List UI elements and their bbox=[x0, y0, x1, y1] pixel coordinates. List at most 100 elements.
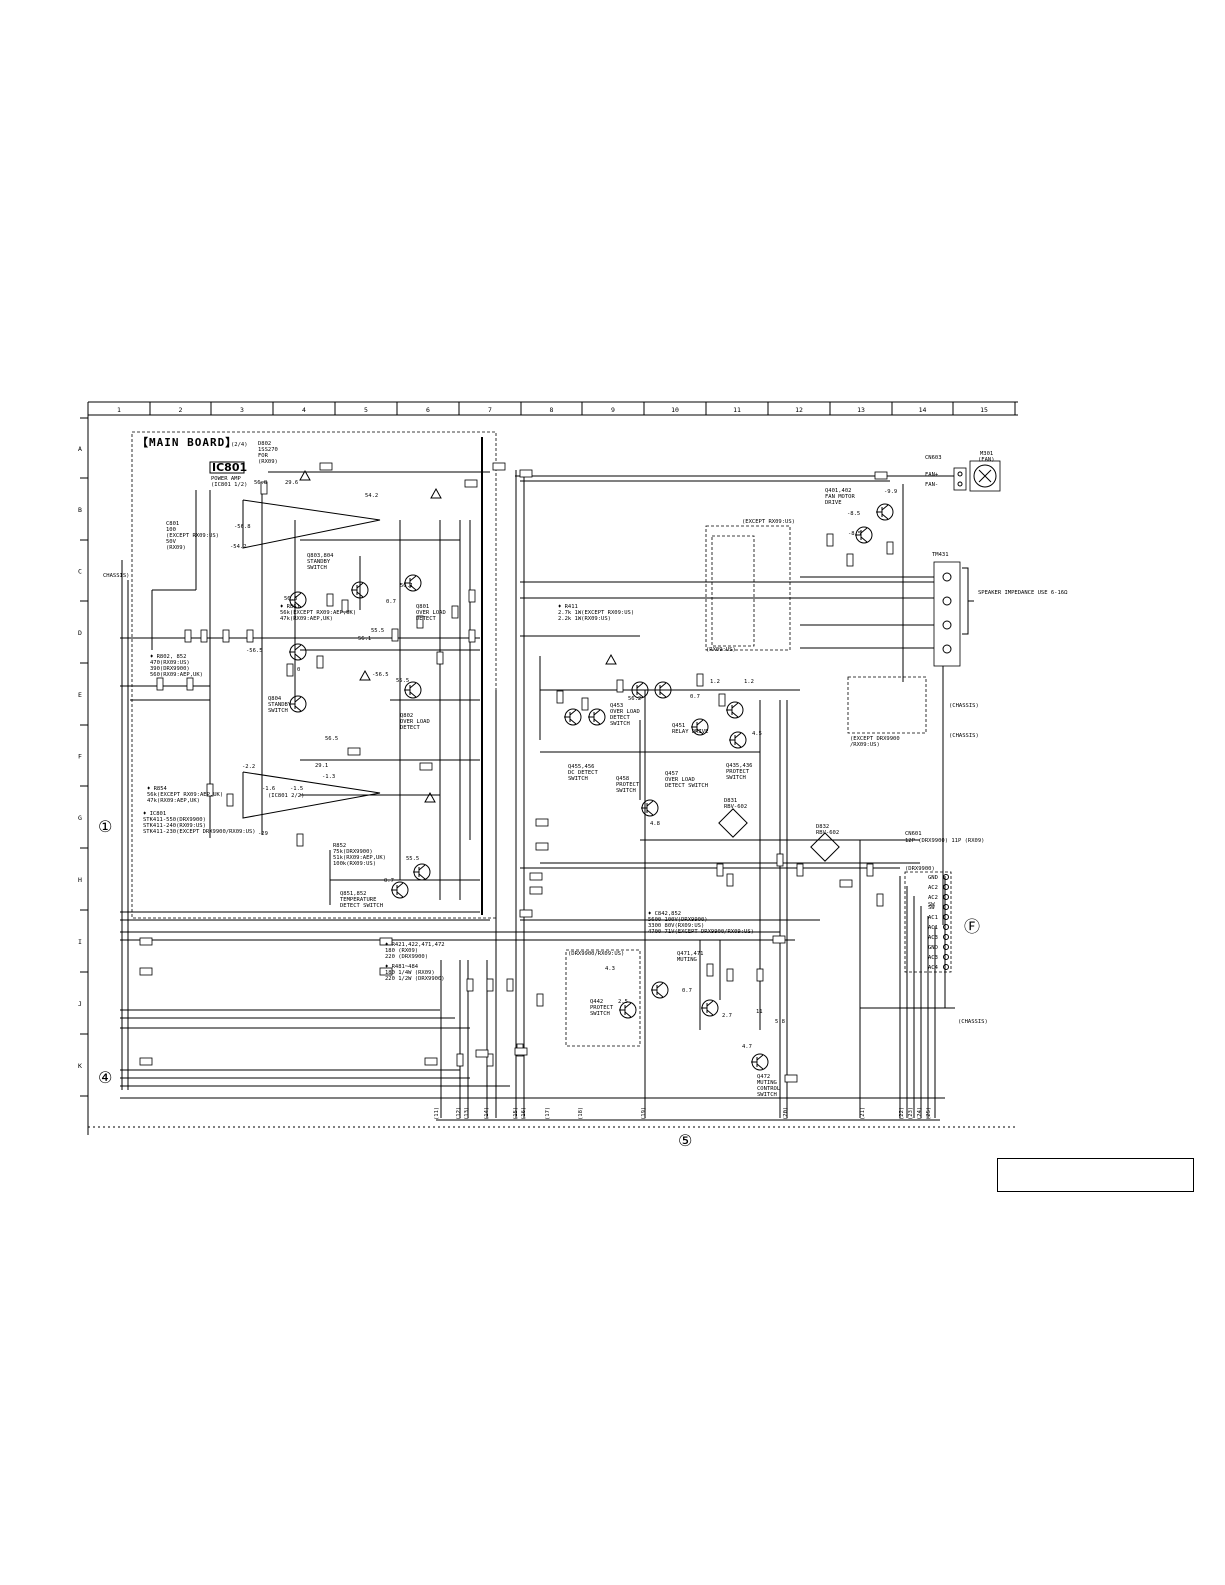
component bbox=[222, 629, 230, 643]
component bbox=[886, 541, 894, 555]
transistor-leads bbox=[876, 504, 889, 520]
components bbox=[139, 462, 894, 1083]
supply-tag bbox=[492, 462, 506, 471]
voltage-reading: 0 bbox=[297, 667, 300, 673]
component bbox=[286, 663, 294, 677]
bottom-pin: (18) bbox=[578, 1107, 584, 1120]
except-drx-box bbox=[847, 676, 927, 734]
component bbox=[451, 605, 459, 619]
transistor-leads bbox=[691, 719, 704, 735]
component bbox=[226, 793, 234, 807]
note-box bbox=[997, 1158, 1194, 1192]
ic801-box bbox=[209, 461, 245, 474]
bottom-pin: (12) bbox=[456, 1107, 462, 1120]
rx09-inner-box bbox=[711, 535, 755, 647]
voltage-reading: 4.3 bbox=[605, 966, 615, 972]
board-title: 【MAIN BOARD】 bbox=[137, 436, 237, 449]
column-label-9: 9 bbox=[611, 406, 615, 414]
supply-tag bbox=[379, 967, 393, 976]
column-label-15: 15 bbox=[980, 406, 988, 414]
voltage-reading: 4.7 bbox=[742, 1044, 752, 1050]
cn601-pin-label: AC2 bbox=[928, 885, 938, 891]
row-label-C: C bbox=[78, 568, 82, 576]
voltage-reading: 56.1 bbox=[358, 636, 371, 642]
cn601-pin-label: AC3 bbox=[928, 955, 938, 961]
column-label-3: 3 bbox=[240, 406, 244, 414]
supply-tag bbox=[535, 818, 549, 827]
component bbox=[416, 615, 424, 629]
voltage-reading: 55.5 bbox=[396, 678, 409, 684]
component bbox=[506, 978, 514, 992]
voltage-reading: -1.6 bbox=[262, 786, 275, 792]
transistor-leads bbox=[729, 732, 742, 748]
voltage-reading: 55.5 bbox=[371, 628, 384, 634]
label-drx_box: (DRX9900/RX09:US) bbox=[568, 951, 624, 957]
cn601-pin-label: GND bbox=[928, 875, 938, 881]
supply-tag bbox=[139, 937, 153, 946]
component bbox=[756, 968, 764, 982]
component bbox=[536, 993, 544, 1007]
transistor-leads bbox=[404, 682, 417, 698]
row-label-B: B bbox=[78, 506, 82, 514]
supply-tag bbox=[535, 842, 549, 851]
component bbox=[486, 978, 494, 992]
column-label-6: 6 bbox=[426, 406, 430, 414]
component bbox=[184, 629, 192, 643]
voltage-reading: -8.5 bbox=[848, 531, 861, 537]
component bbox=[456, 1053, 464, 1067]
chassis-label-2: (CHASSIS) bbox=[949, 703, 979, 709]
voltage-reading: 1.2 bbox=[710, 679, 720, 685]
voltage-reading: 11 bbox=[756, 1009, 763, 1015]
fan-block: M301 (FAN) CN603 FAN+ FAN- bbox=[925, 451, 1001, 492]
transistor-leads bbox=[289, 644, 302, 660]
bottom-pin: (20) bbox=[783, 1107, 789, 1120]
chassis-label-3: (CHASSIS) bbox=[949, 733, 979, 739]
drx-protect-box bbox=[565, 949, 641, 1047]
cn601-pin bbox=[943, 894, 949, 900]
marker-1: ① bbox=[98, 817, 112, 836]
grid-ruler bbox=[80, 401, 1018, 1135]
transistor-leads bbox=[564, 709, 577, 725]
component bbox=[436, 651, 444, 665]
bottom-pin: (25) bbox=[926, 1107, 932, 1120]
component bbox=[316, 655, 324, 669]
wires bbox=[120, 437, 960, 1121]
component bbox=[581, 697, 589, 711]
voltage-reading: -2.2 bbox=[242, 764, 255, 770]
main-board-boundary bbox=[131, 431, 497, 919]
voltage-reading: -56.5 bbox=[372, 672, 389, 678]
cn601-pin-label: GND bbox=[928, 945, 938, 951]
voltage-reading: 2.5 bbox=[618, 999, 628, 1005]
column-label-12: 12 bbox=[795, 406, 803, 414]
voltage-reading: -56.5 bbox=[246, 648, 263, 654]
supply-tag bbox=[424, 1057, 438, 1066]
voltage-reading: 29.1 bbox=[315, 763, 328, 769]
cn601-pin-label: AC4 bbox=[928, 965, 939, 971]
row-label-I: I bbox=[78, 938, 82, 946]
marker-f: Ⓕ bbox=[964, 917, 980, 936]
voltage-reading: 29.6 bbox=[285, 480, 298, 486]
voltage-reading: 0.7 bbox=[384, 878, 394, 884]
bridge-rectifier-d832 bbox=[810, 832, 840, 862]
transistor-leads bbox=[289, 696, 302, 712]
transistor-leads bbox=[654, 682, 667, 698]
component bbox=[826, 533, 834, 547]
column-label-1: 1 bbox=[117, 406, 121, 414]
column-label-14: 14 bbox=[919, 406, 927, 414]
cn601-pin bbox=[943, 884, 949, 890]
speaker-ref: TM431 bbox=[932, 552, 949, 558]
transistor-leads bbox=[751, 1054, 764, 1070]
supply-tag bbox=[874, 471, 888, 480]
component bbox=[616, 679, 624, 693]
